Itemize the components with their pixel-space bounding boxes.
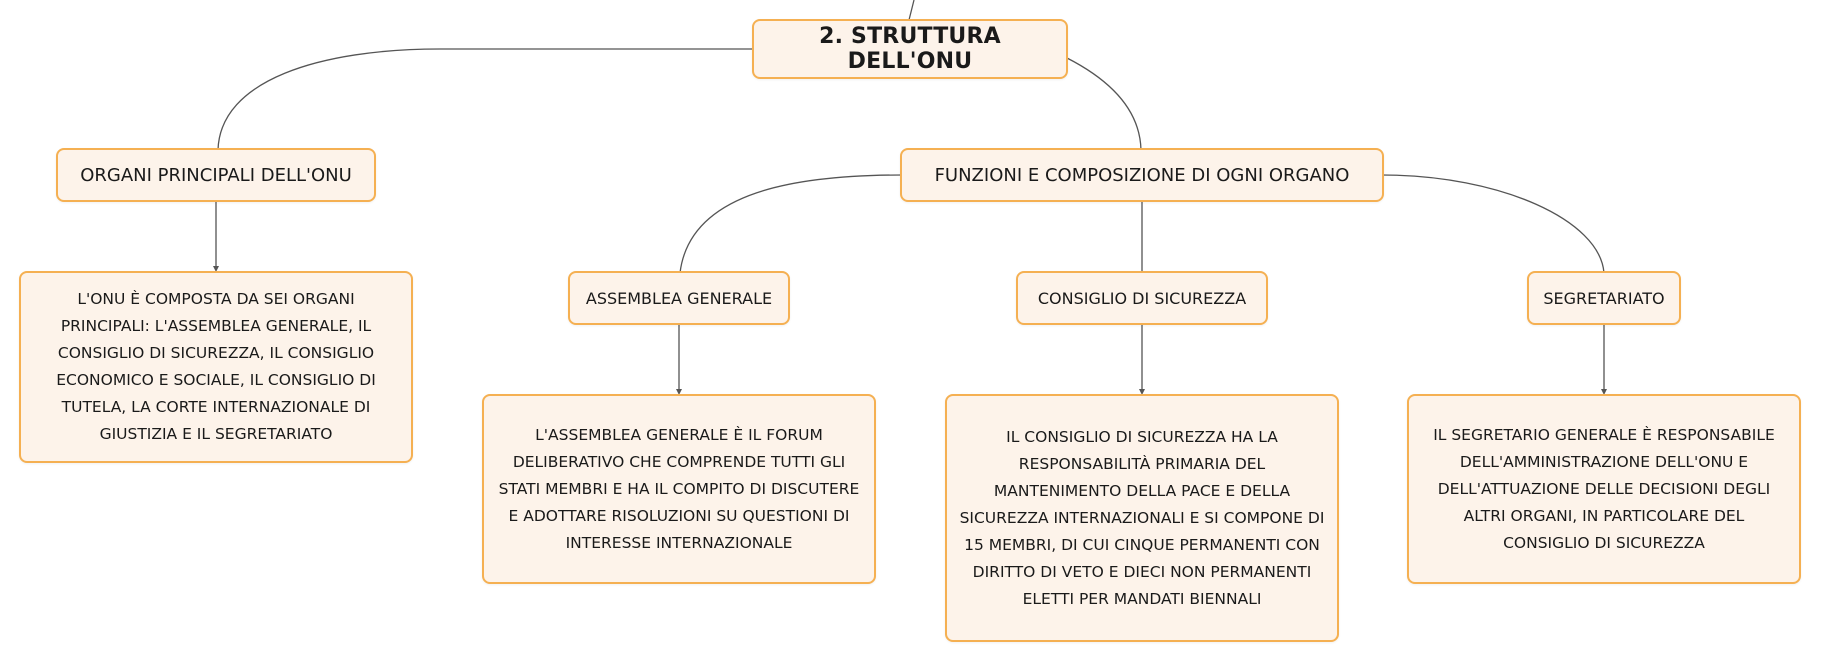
connector-funzioni-segretariato	[1381, 174, 1605, 274]
note-organi-principali-text: L'ONU È COMPOSTA DA SEI ORGANI PRINCIPAL…	[56, 290, 376, 443]
topic-organi-principali-label: ORGANI PRINCIPALI DELL'ONU	[80, 164, 352, 186]
topic-assemblea-generale-label: ASSEMBLEA GENERALE	[585, 288, 773, 308]
topic-funzioni-composizione[interactable]: FUNZIONI E COMPOSIZIONE DI OGNI ORGANO	[900, 148, 1384, 202]
topic-consiglio-sicurezza[interactable]: CONSIGLIO DI SICUREZZA	[1016, 271, 1268, 325]
connector-root-parent	[908, 0, 915, 21]
topic-assemblea-generale[interactable]: ASSEMBLEA GENERALE	[568, 271, 790, 325]
topic-segretariato-label: SEGRETARIATO	[1543, 288, 1665, 308]
note-assemblea-generale[interactable]: L'ASSEMBLEA GENERALE È IL FORUM DELIBERA…	[482, 394, 876, 584]
connector-funzioni-assemblea	[679, 174, 903, 274]
note-assemblea-generale-text: L'ASSEMBLEA GENERALE È IL FORUM DELIBERA…	[498, 425, 860, 552]
topic-funzioni-composizione-label: FUNZIONI E COMPOSIZIONE DI OGNI ORGANO	[934, 164, 1350, 186]
note-consiglio-sicurezza-text: IL CONSIGLIO DI SICUREZZA HA LA RESPONSA…	[959, 427, 1325, 608]
note-consiglio-sicurezza[interactable]: IL CONSIGLIO DI SICUREZZA HA LA RESPONSA…	[945, 394, 1339, 642]
note-segretariato[interactable]: IL SEGRETARIO GENERALE È RESPONSABILE DE…	[1407, 394, 1801, 584]
topic-organi-principali[interactable]: ORGANI PRINCIPALI DELL'ONU	[56, 148, 376, 202]
note-segretariato-text: IL SEGRETARIO GENERALE È RESPONSABILE DE…	[1433, 425, 1775, 552]
connector-root-organi	[217, 48, 752, 151]
root-topic-label: 2. STRUTTURA DELL'ONU	[819, 24, 1001, 74]
topic-segretariato[interactable]: SEGRETARIATO	[1527, 271, 1681, 325]
root-topic[interactable]: 2. STRUTTURA DELL'ONU	[752, 19, 1068, 79]
connector-root-funzioni	[1066, 57, 1142, 151]
note-organi-principali[interactable]: L'ONU È COMPOSTA DA SEI ORGANI PRINCIPAL…	[19, 271, 413, 463]
topic-consiglio-sicurezza-label: CONSIGLIO DI SICUREZZA	[1037, 288, 1247, 308]
